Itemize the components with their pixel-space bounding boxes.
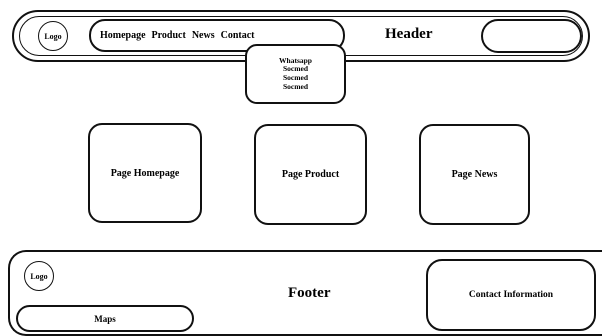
nav-item-news[interactable]: News [191,30,215,41]
dropdown-item-socmed-1[interactable]: Socmed [283,64,308,74]
nav-item-homepage[interactable]: Homepage [100,30,146,41]
page-news-box[interactable]: Page News [419,124,530,225]
page-homepage-box[interactable]: Page Homepage [88,123,202,223]
header-title: Header [385,26,433,42]
dropdown-item-whatsapp[interactable]: Whatsapp [279,55,312,65]
nav-item-product[interactable]: Product [151,30,186,41]
header-logo[interactable]: Logo [38,21,68,51]
contact-information-box[interactable]: Contact Information [426,259,596,331]
dropdown-item-socmed-2[interactable]: Socmed [283,73,308,82]
contact-dropdown: Whatsapp Socmed Socmed Socmed [245,44,346,104]
header-right-box[interactable] [481,19,582,53]
dropdown-item-socmed-3[interactable]: Socmed [283,81,308,91]
page-product-box[interactable]: Page Product [254,124,367,225]
footer-logo[interactable]: Logo [24,261,54,291]
nav-item-contact[interactable]: Contact [220,30,255,41]
maps-box[interactable]: Maps [16,305,194,332]
footer-title: Footer [288,285,331,301]
